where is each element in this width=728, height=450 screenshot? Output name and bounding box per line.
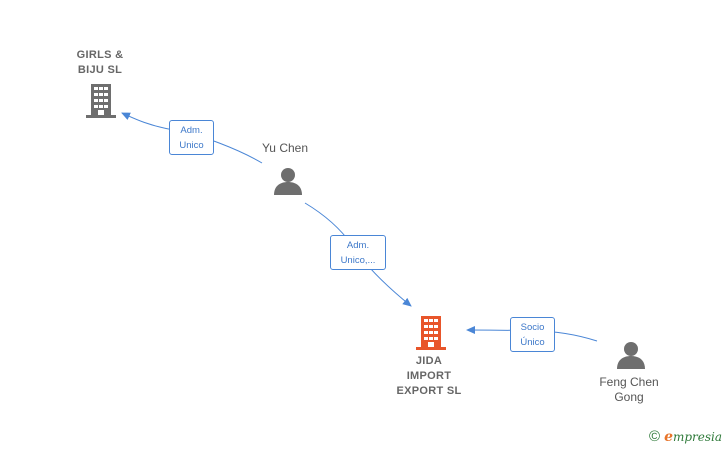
brand-initial: e	[664, 429, 673, 445]
edge-label-adm-unico-multi[interactable]: Adm. Unico,...	[330, 235, 386, 270]
edge-label-adm-unico[interactable]: Adm. Unico	[169, 120, 214, 155]
building-icon[interactable]	[416, 316, 446, 355]
company-name-jida[interactable]: JIDA IMPORT EXPORT SL	[396, 355, 462, 397]
edge-label-socio-unico[interactable]: Socio Único	[510, 317, 555, 352]
person-icon[interactable]	[273, 166, 303, 201]
person-icon[interactable]	[616, 340, 646, 375]
empresia-logo: ©empresia	[649, 428, 722, 445]
company-name-girls-biju[interactable]: GIRLS & BIJU SL	[76, 49, 124, 76]
brand-name: mpresia	[672, 430, 723, 444]
person-name-yu-chen[interactable]: Yu Chen	[261, 141, 309, 155]
person-name-feng-chen-gong[interactable]: Feng Chen Gong	[599, 375, 659, 404]
building-icon[interactable]	[86, 84, 116, 123]
copyright-symbol: ©	[649, 428, 661, 445]
